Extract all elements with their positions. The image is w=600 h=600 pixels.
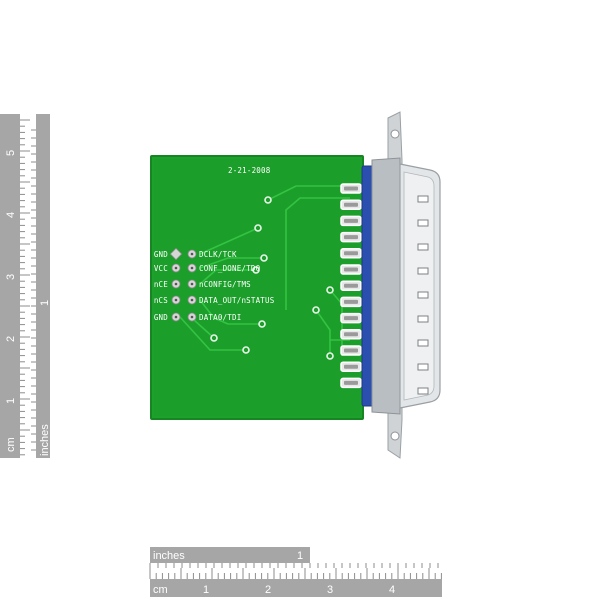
solder-pad-center [344, 251, 358, 256]
vertical-ruler-cm-label: cm [5, 437, 17, 452]
pin-label-right-3: nCONFIG/TMS [199, 280, 251, 289]
header-pads [169, 247, 197, 322]
pin-hole [417, 291, 429, 299]
solder-pad-center [344, 332, 358, 337]
pin-label-right-4: DATA_OUT/nSTATUS [199, 296, 275, 305]
solder-pad-center [344, 218, 358, 223]
solder-pad-center [344, 186, 358, 191]
horizontal-ruler: inches 1 cm 1 2 3 4 [149, 547, 442, 597]
horizontal-ruler-cm-mark-3: 3 [327, 584, 333, 596]
horizontal-ruler-cm-mark-4: 4 [389, 584, 395, 596]
pin-label-right-2: CONF_DONE/TDO [199, 264, 261, 273]
vertical-ruler: cm 1 2 3 4 5 inches 1 [0, 114, 51, 458]
horizontal-ruler-cm-mark-1: 1 [203, 584, 209, 596]
solder-pad-center [344, 380, 358, 385]
solder-pad-center [344, 267, 358, 272]
pin-label-left-3: nCE [154, 280, 168, 289]
pin-label-left-5: GND [154, 313, 168, 322]
horizontal-ruler-inches-label: inches [153, 550, 185, 562]
solder-pad-center [344, 316, 358, 321]
horizontal-ruler-inch-mark-1: 1 [297, 550, 303, 562]
solder-pad-center [344, 235, 358, 240]
connector-pin-holes [417, 195, 429, 395]
pin-hole [417, 267, 429, 275]
vertical-ruler-inch-mark-1: 1 [39, 300, 51, 306]
pin-hole [417, 195, 429, 203]
solder-pad-center [344, 364, 358, 369]
pin-hole [417, 219, 429, 227]
vertical-ruler-cm-mark-2: 2 [5, 336, 17, 342]
solder-pad-center [344, 348, 358, 353]
vertical-ruler-cm-mark-5: 5 [5, 150, 17, 156]
horizontal-ruler-cm-label: cm [153, 584, 168, 596]
vertical-ruler-cm-mark-3: 3 [5, 274, 17, 280]
vertical-ruler-cm-mark-4: 4 [5, 212, 17, 218]
pin-label-right-1: DCLK/TCK [199, 250, 237, 259]
solder-pad-center [344, 283, 358, 288]
pin-hole [417, 339, 429, 347]
pin-hole [417, 387, 429, 395]
edge-solder-pads [340, 183, 362, 389]
pin-hole [417, 315, 429, 323]
pin-label-left-4: nCS [154, 296, 168, 305]
vertical-ruler-inches-label: inches [39, 424, 51, 456]
solder-pad-center [344, 299, 358, 304]
horizontal-ruler-cm-mark-2: 2 [265, 584, 271, 596]
silkscreen-labels: 2-21-2008 GND VCC nCE nCS GND DCLK/TCK C… [154, 166, 275, 322]
pin-label-left-1: GND [154, 250, 168, 259]
db25-connector [361, 111, 441, 459]
solder-pad-center [344, 202, 358, 207]
date-code-label: 2-21-2008 [228, 166, 271, 175]
pin-hole [417, 243, 429, 251]
pin-hole [417, 363, 429, 371]
pin-label-left-2: VCC [154, 264, 168, 273]
pcb-vias [210, 196, 334, 360]
vertical-ruler-cm-mark-1: 1 [5, 398, 17, 404]
pin-label-right-5: DATA0/TDI [199, 313, 241, 322]
